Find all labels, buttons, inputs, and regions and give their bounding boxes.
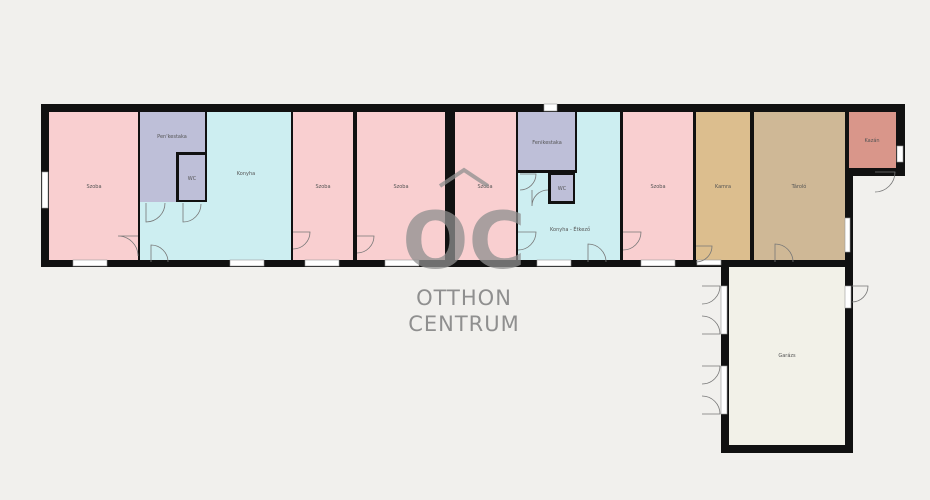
label-bedroom-3: Szoba — [393, 184, 408, 190]
label-pantry-1: Pen'kestaka — [157, 134, 187, 140]
storage-wall-right — [850, 168, 853, 267]
label-kitchen-1: Konyha — [237, 171, 255, 177]
label-kitchen-2: Konyha - Étkező — [550, 225, 590, 233]
doors — [117, 171, 896, 415]
room-pantry-2 — [518, 112, 575, 170]
room-hall — [696, 112, 750, 260]
label-wc-1: WC — [188, 176, 197, 182]
room-bedroom-3 — [357, 112, 445, 260]
room-bedroom-5 — [623, 112, 693, 260]
room-garage — [729, 267, 845, 445]
logo-letters: OC — [402, 197, 526, 287]
label-wc-2: WC — [558, 186, 567, 192]
label-garage: Garázs — [778, 352, 796, 359]
label-bedroom-4: Szoba — [477, 184, 492, 190]
room-boiler — [849, 112, 896, 168]
windows — [41, 103, 904, 415]
label-pantry-2: Fenikestaka — [532, 140, 562, 146]
room-bedroom-2 — [293, 112, 353, 260]
watermark-line-1: OTTHON — [416, 286, 512, 310]
room-wc-2 — [551, 175, 573, 201]
watermark-logo: OC — [402, 167, 526, 287]
watermark-line-2: CENTRUM — [408, 312, 520, 336]
label-bedroom-5: Szoba — [650, 184, 665, 190]
label-bedroom-1: Szoba — [86, 184, 101, 190]
room-bedroom-1 — [49, 112, 138, 260]
pantry-2-wall-bottom — [518, 170, 577, 173]
pantry-2-wall-right — [575, 112, 577, 172]
cutout-right — [853, 176, 905, 267]
room-wc-1 — [179, 155, 205, 200]
room-kitchen-1 — [207, 112, 291, 260]
room-storage — [754, 112, 845, 260]
label-storage: Tároló — [791, 183, 807, 190]
spacer — [41, 267, 721, 500]
label-boiler: Kazán — [864, 137, 879, 144]
label-hall: Kamra — [715, 184, 731, 190]
label-bedroom-2: Szoba — [315, 184, 330, 190]
house-roof-icon — [438, 167, 490, 188]
